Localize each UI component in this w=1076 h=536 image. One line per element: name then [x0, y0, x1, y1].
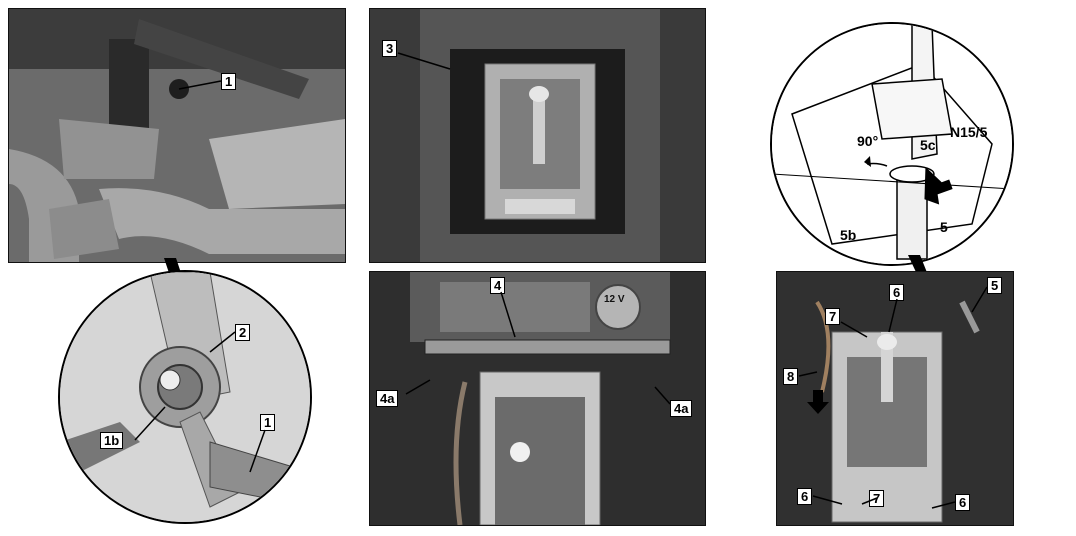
photo-selector-lever-panel: 5 6 7 8 6 7 6: [776, 271, 1014, 526]
photo-console-top-panel: 3: [369, 8, 706, 263]
detail-circle-stabilizer-link: 2 1b 1: [58, 270, 312, 524]
callout-6-top: 6: [889, 284, 905, 301]
console-top-illustration: [370, 9, 705, 262]
callout-1b: 1b: [100, 432, 124, 449]
callout-4: 4: [490, 277, 506, 294]
stabilizer-link-illustration: [60, 272, 310, 522]
selector-lever-illustration: [772, 24, 1012, 264]
callout-8: 8: [783, 368, 799, 385]
console-open-illustration: [370, 272, 705, 525]
label-N15-5: N15/5: [950, 124, 988, 140]
label-5b: 5b: [840, 227, 857, 243]
detail-circle-selector-lever: N15/5 90° 5c 5b 5: [770, 22, 1014, 266]
callout-7-top: 7: [825, 308, 841, 325]
callout-2: 2: [235, 324, 251, 341]
callout-4a-left: 4a: [376, 390, 399, 407]
callout-6-bottom-right: 6: [955, 494, 971, 511]
callout-5: 5: [987, 277, 1003, 294]
selector-lever-photo-illustration: [777, 272, 1013, 525]
callout-6-bottom-left: 6: [797, 488, 813, 505]
photo-underbody-panel: 1: [8, 8, 346, 263]
callout-4a-right: 4a: [670, 400, 693, 417]
callout-1: 1: [221, 73, 237, 90]
callout-3: 3: [382, 40, 398, 57]
socket-label: 12 V: [604, 294, 625, 305]
label-5c: 5c: [920, 137, 936, 153]
label-90-degrees: 90°: [857, 133, 879, 149]
callout-7-bottom: 7: [869, 490, 885, 507]
callout-1-detail: 1: [260, 414, 276, 431]
label-5: 5: [940, 219, 948, 235]
photo-console-open-panel: 12 V 4 4a 4a: [369, 271, 706, 526]
underbody-illustration: [9, 9, 345, 262]
